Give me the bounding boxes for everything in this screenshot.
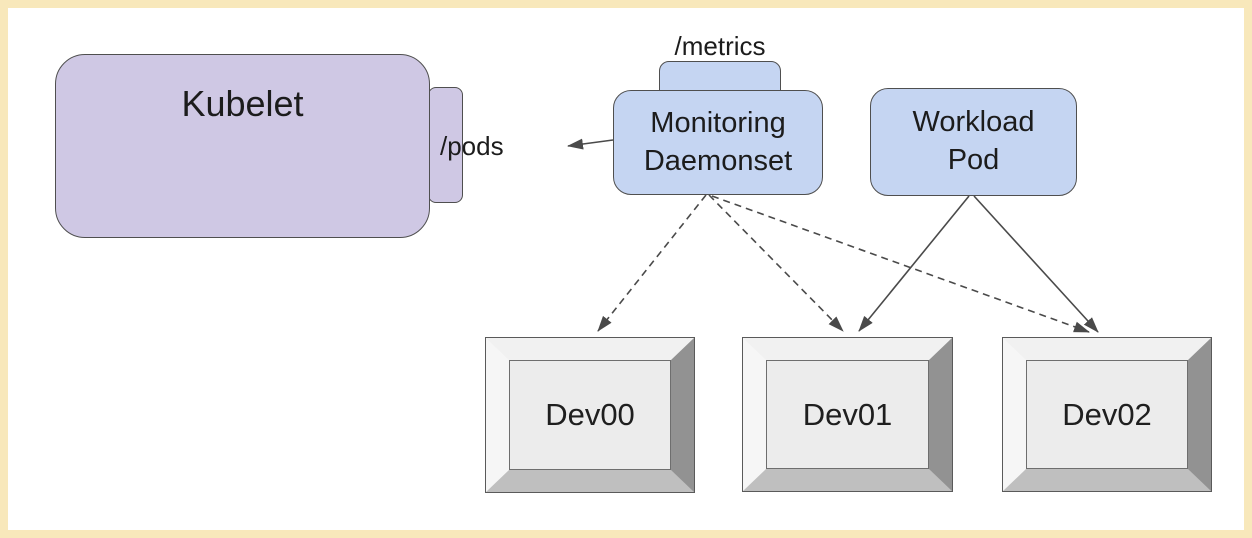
edge-workload-pod-to-dev01 xyxy=(858,195,970,332)
monitoring-daemonset-label: Monitoring Daemonset xyxy=(643,106,793,177)
metrics-endpoint-label: /metrics xyxy=(674,31,766,61)
device-node-dev01: Dev01 xyxy=(742,337,953,492)
device-face: Dev02 xyxy=(1026,360,1188,469)
device-label: Dev00 xyxy=(545,397,635,432)
device-bevel: Dev02 xyxy=(1003,338,1211,491)
device-bevel: Dev01 xyxy=(743,338,952,491)
edge-monitoring-daemonset-to-dev00 xyxy=(597,194,707,332)
kubelet-node: Kubelet xyxy=(55,54,430,238)
device-face: Dev00 xyxy=(509,360,671,470)
device-bevel: Dev00 xyxy=(486,338,694,492)
edge-workload-pod-to-dev02 xyxy=(973,195,1099,333)
edge-monitoring-daemonset-to-pods-endpoint xyxy=(567,138,614,150)
device-label: Dev02 xyxy=(1062,396,1152,432)
edge-monitoring-daemonset-to-dev02 xyxy=(711,195,1090,333)
device-node-dev02: Dev02 xyxy=(1002,337,1212,492)
pods-endpoint-label: /pods xyxy=(440,131,504,161)
workload-pod-node: Workload Pod xyxy=(870,88,1077,196)
device-node-dev00: Dev00 xyxy=(485,337,695,493)
device-label: Dev01 xyxy=(802,396,893,432)
edge-monitoring-daemonset-to-dev01 xyxy=(708,194,844,332)
device-face: Dev01 xyxy=(766,360,929,469)
kubelet-label: Kubelet xyxy=(181,83,304,124)
workload-pod-label: Workload Pod xyxy=(912,106,1035,176)
monitoring-daemonset-node: Monitoring Daemonset xyxy=(613,90,823,195)
